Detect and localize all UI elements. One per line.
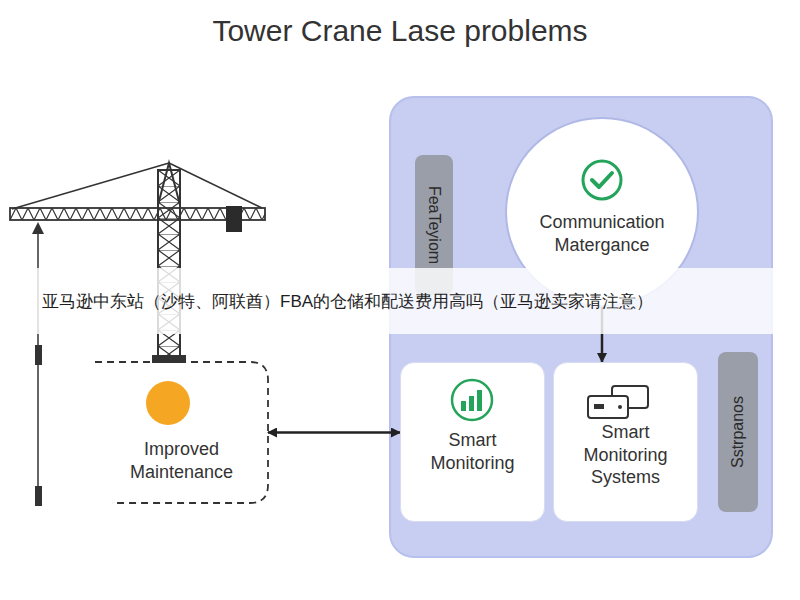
process-box: Smart Monitoring: [400, 362, 545, 522]
node-label: Communication Matergance: [515, 211, 689, 256]
node-label: Improved Maintenance: [103, 438, 260, 483]
check-icon: [583, 161, 621, 199]
connector-arrow: [268, 431, 400, 434]
bar-chart-icon: [452, 380, 492, 420]
diagram-title: Tower Crane Lase problems: [0, 14, 800, 48]
orange-dot: [146, 381, 190, 425]
process-box: Smart Monitoring Systems: [553, 362, 698, 522]
tab-label: Sstrpanos: [729, 396, 747, 468]
node-label: Smart Monitoring Systems: [562, 421, 689, 489]
tower-crane: [10, 163, 265, 506]
watermark-banner: 亚马逊中东站（沙特、阿联酋）FBA的仓储和配送费用高吗（亚马逊卖家请注意）: [0, 268, 800, 334]
dashed-outline: [95, 362, 268, 503]
process-box: Improved Maintenance: [95, 364, 268, 501]
tab-label: FeaTeyiom: [425, 186, 443, 264]
device-icon: [588, 386, 648, 418]
node-label: Smart Monitoring: [409, 429, 536, 474]
side-tab: Sstrpanos: [718, 352, 758, 512]
